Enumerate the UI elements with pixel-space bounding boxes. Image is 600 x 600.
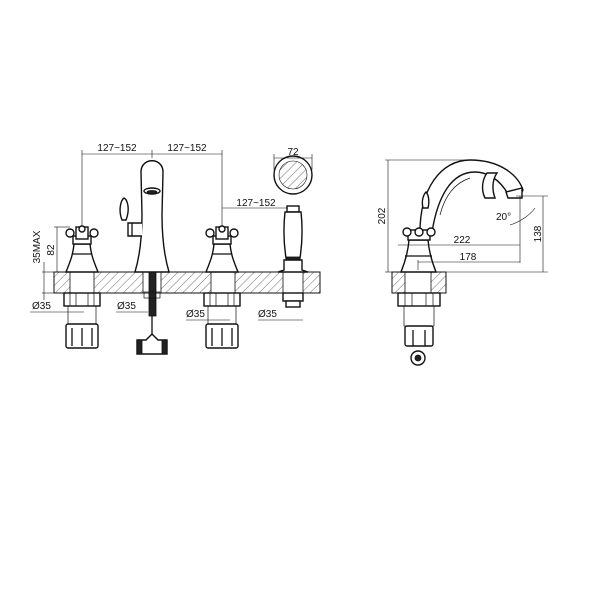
- dim-spacing-right: 127~152: [167, 143, 207, 154]
- side-dimensions: 202 138 222 178 20°: [377, 159, 548, 273]
- dim-hole-spout: Ø35: [117, 301, 136, 312]
- dim-spout-reach-inner: 178: [460, 252, 477, 263]
- dim-hole-left: Ø35: [32, 301, 51, 312]
- dim-shower-spacing: 127~152: [236, 198, 276, 209]
- dim-spacing-left: 127~152: [97, 143, 137, 154]
- dim-spout-reach: 222: [454, 235, 471, 246]
- dim-valve-height: 82: [46, 244, 57, 256]
- dim-outlet-angle: 20°: [496, 212, 511, 223]
- dim-hole-right: Ø35: [186, 309, 205, 320]
- front-view: 127~152 127~152 72 127~152 82 35MAX Ø35 …: [30, 143, 321, 355]
- hand-shower: [273, 155, 313, 308]
- dim-outlet-height: 138: [533, 225, 544, 242]
- right-cross-handle-valve: [203, 225, 241, 349]
- front-dimensions: 127~152 127~152 72 127~152 82 35MAX Ø35 …: [30, 143, 313, 321]
- dim-total-height: 202: [377, 207, 388, 224]
- center-spout: [119, 160, 170, 355]
- dim-deck-max: 35MAX: [32, 230, 43, 263]
- side-view: 202 138 222 178 20°: [377, 159, 548, 366]
- deck-slab: [53, 271, 321, 294]
- dim-shower-head-width: 72: [287, 147, 299, 158]
- dim-hole-shower: Ø35: [258, 309, 277, 320]
